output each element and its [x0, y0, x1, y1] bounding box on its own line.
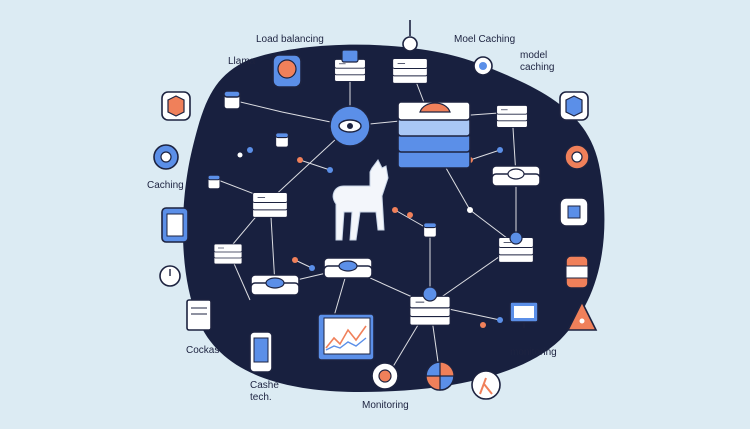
label-caching: Caching [147, 180, 184, 191]
label-llama: Llama [228, 56, 256, 67]
cube-icon-left [161, 91, 191, 121]
mobile-device-icon [249, 331, 273, 373]
server-stack-top-center [392, 58, 428, 84]
cylinder-node-left [223, 90, 241, 110]
monitoring-node-bottom [371, 362, 399, 390]
server-stack-right [498, 231, 534, 263]
central-server-stack [397, 101, 471, 169]
server-stack-bottom-center [409, 286, 451, 326]
label-cockas: Cockas [186, 345, 220, 356]
label-monitoring-bottom: Monitoring [362, 400, 409, 411]
cube-icon-right [559, 91, 589, 121]
target-disc-icon [272, 54, 302, 88]
label-model-caching: model caching [520, 50, 555, 73]
server-stack-left-lower [213, 243, 243, 265]
server-stack-left-center [252, 192, 288, 218]
monitoring-dashboard-screen [317, 313, 375, 361]
label-monitoring-right: monitoring [510, 347, 557, 358]
camera-icon-left [153, 144, 179, 170]
desktop-monitor-icon [509, 301, 539, 328]
cylinder-node-center [423, 222, 437, 238]
alert-triangle-icon [566, 300, 598, 331]
cylinder-node-left-lower [207, 174, 221, 190]
node-center [323, 257, 373, 279]
node-bottom-left [250, 274, 300, 296]
cylinder-node-mid [275, 132, 289, 148]
chip-icon-right [559, 197, 589, 227]
server-stack-top-left [334, 49, 366, 82]
server-tower-icon-left [186, 299, 212, 331]
disc-icon-top-right [473, 56, 493, 76]
node-right-upper [491, 165, 541, 187]
eye-node [329, 105, 371, 147]
storage-cylinder-icon-right [565, 255, 589, 289]
label-load-balancing: Load balancing [256, 34, 324, 45]
gauge-icon-left [159, 265, 181, 287]
llama-illustration [332, 159, 389, 241]
pie-chart-icon [425, 361, 455, 391]
light-bulb-icon [402, 20, 418, 52]
label-moel-caching: Moel Caching [454, 34, 516, 45]
label-cashe-tech: Cashe tech. [250, 380, 279, 403]
database-icon-left [161, 207, 189, 243]
network-background-blob [182, 44, 605, 393]
lambda-badge-icon [471, 370, 501, 400]
record-icon-right [564, 144, 590, 170]
server-stack-top-right [496, 104, 528, 128]
